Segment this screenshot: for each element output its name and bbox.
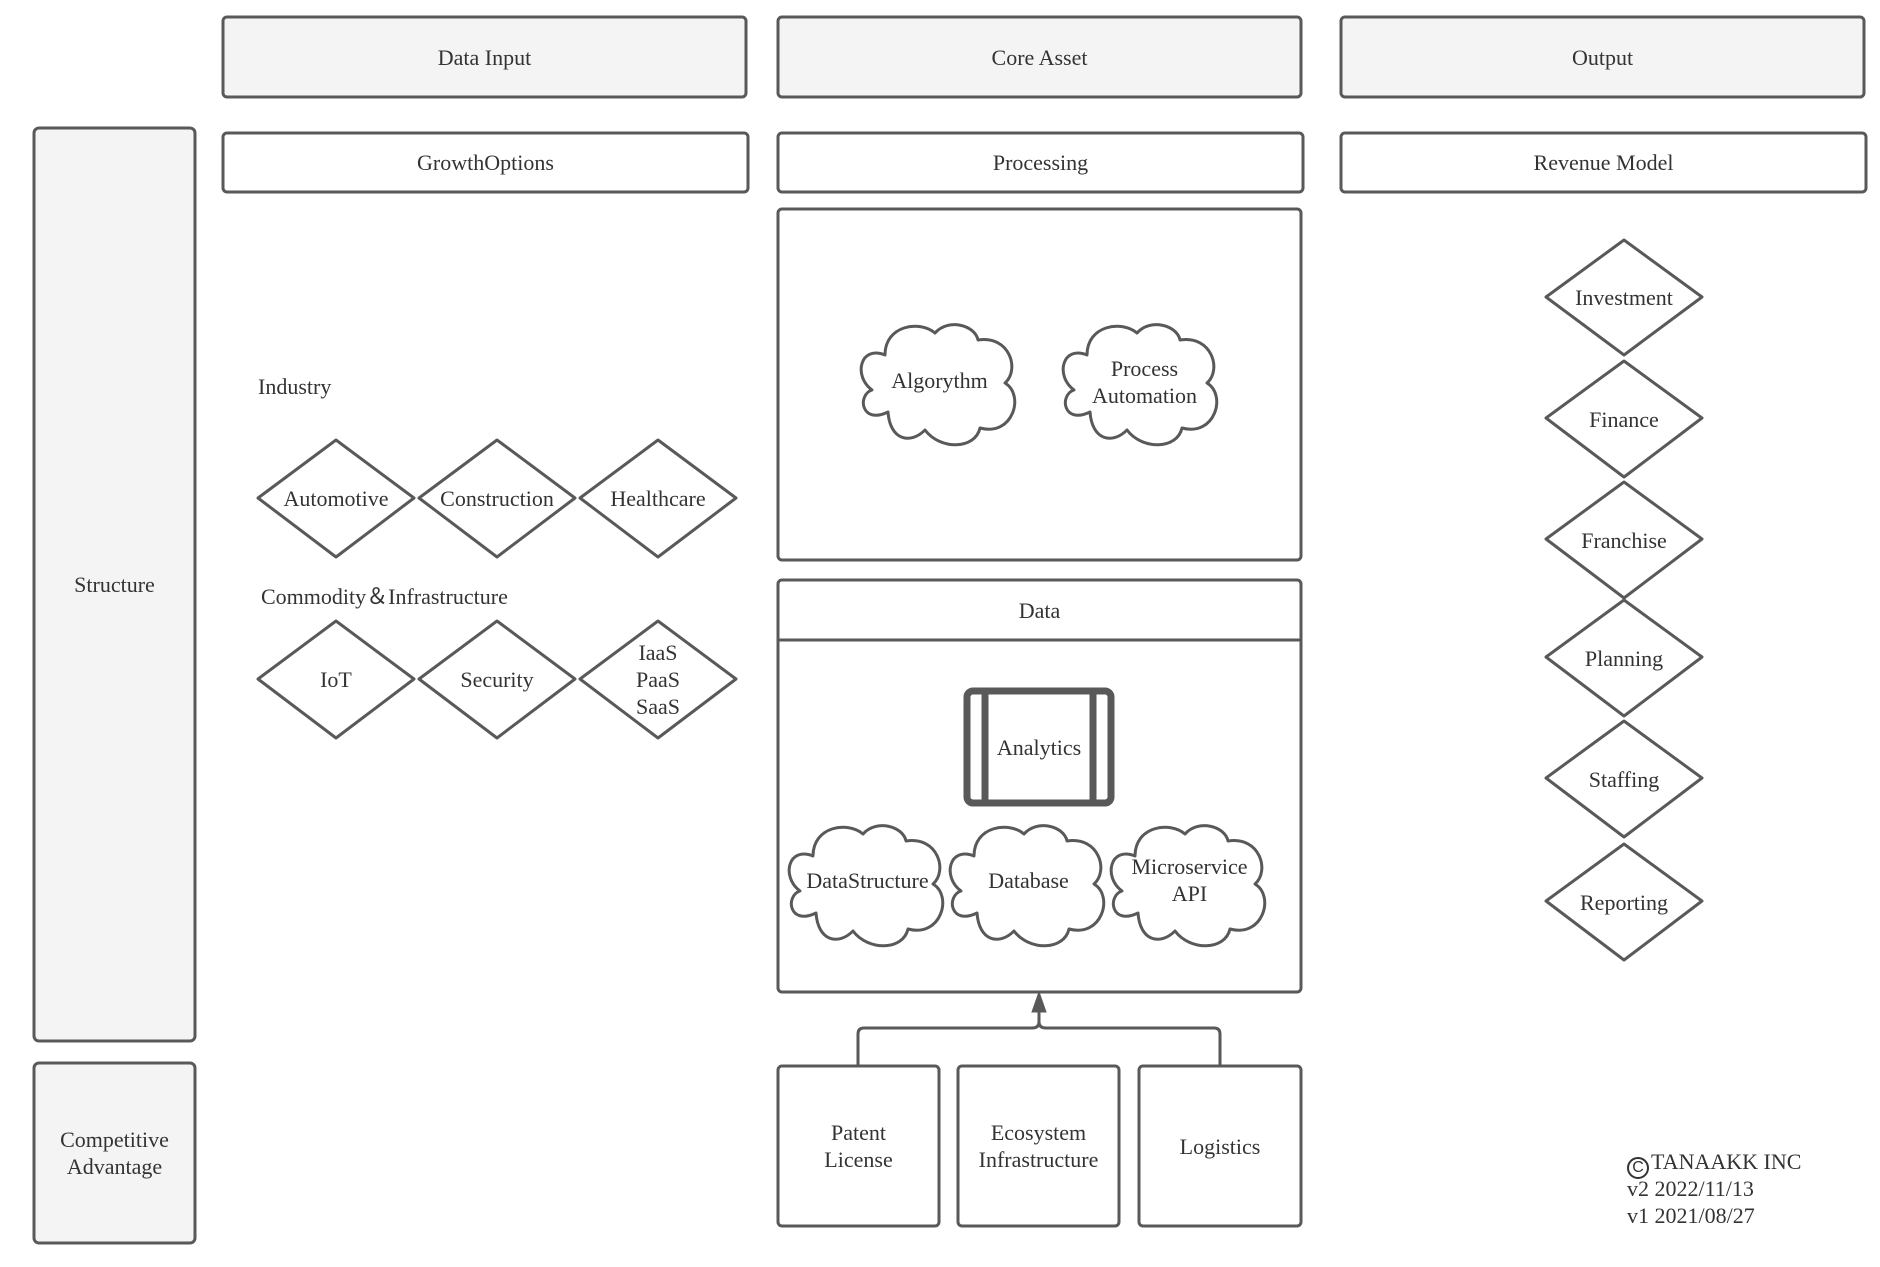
data-input-box xyxy=(221,15,748,99)
diamond-security xyxy=(417,619,577,740)
industry-label: Industry xyxy=(258,374,332,399)
revenue-franchise: Franchise xyxy=(1581,527,1667,553)
diamond-iaas-paas-saas xyxy=(578,619,738,740)
advantage-patent-license: Patent License xyxy=(824,1120,893,1172)
data-database: Database xyxy=(988,867,1069,893)
diamond-construction xyxy=(417,438,577,559)
revenue-reporting: Reporting xyxy=(1580,889,1668,915)
diamond-reporting xyxy=(1544,842,1704,962)
header-data-input: Data Input xyxy=(437,44,532,70)
industry-automotive: Automotive xyxy=(283,486,389,511)
diamond-finance xyxy=(1544,359,1704,479)
processing-process-automation: Process Automation xyxy=(1091,356,1198,408)
diamond-planning xyxy=(1544,598,1704,718)
version-v1: v1 2021/08/27 xyxy=(1627,1203,1755,1228)
row-structure: Structure xyxy=(74,572,155,597)
header-revenue-model: Revenue Model xyxy=(1533,150,1674,175)
commodity-infrastructure-label: Commodity＆Infrastructure xyxy=(261,584,508,609)
advantage-ecosystem-infrastructure: Ecosystem Infrastructure xyxy=(978,1120,1099,1172)
diamond-healthcare xyxy=(578,438,738,559)
header-processing: Processing xyxy=(992,150,1089,175)
cloud-database xyxy=(948,824,1106,948)
cloud-process-automation xyxy=(1061,323,1219,447)
commodity-security: Security xyxy=(460,667,534,692)
processing-box xyxy=(776,131,1305,194)
diamond-investment xyxy=(1544,238,1704,357)
processing-algorythm: Algorythm xyxy=(891,367,988,393)
competitive-advantage-box xyxy=(32,1061,197,1245)
core-asset-box xyxy=(776,15,1303,99)
company-name: TANAAKK INC xyxy=(1651,1149,1802,1174)
revenue-planning: Planning xyxy=(1584,645,1664,671)
arrow-head xyxy=(1031,990,1047,1013)
output-box xyxy=(1339,15,1866,99)
growth-options-box xyxy=(221,131,750,194)
industry-healthcare: Healthcare xyxy=(610,486,706,511)
commodity-iaas-paas-saas: IaaS PaaS SaaS xyxy=(636,640,680,719)
row-competitive-advantage: Competitive Advantage xyxy=(60,1127,169,1179)
revenue-staffing: Staffing xyxy=(1588,766,1660,792)
version-v2: v2 2022/11/13 xyxy=(1627,1176,1754,1201)
processing-container xyxy=(776,207,1303,562)
revenue-investment: Investment xyxy=(1575,285,1673,310)
revenue-finance: Finance xyxy=(1589,406,1659,432)
diamond-automotive xyxy=(256,438,416,559)
connector-logistics xyxy=(1037,1021,1222,1066)
industry-construction: Construction xyxy=(440,486,554,511)
structure-box xyxy=(32,126,197,1043)
cloud-microservice-api xyxy=(1109,824,1267,948)
analytics-label: Analytics xyxy=(996,734,1082,760)
diamond-franchise xyxy=(1544,480,1704,600)
diamond-iot xyxy=(256,619,416,740)
commodity-iot: IoT xyxy=(320,667,352,692)
copyright-icon: C xyxy=(1627,1157,1649,1179)
advantage-logistics: Logistics xyxy=(1179,1133,1261,1159)
diamond-staffing xyxy=(1544,719,1704,839)
ecosystem-infrastructure-box xyxy=(956,1064,1121,1228)
cloud-datastructure xyxy=(787,824,945,948)
header-growth-options: GrowthOptions xyxy=(417,150,554,175)
header-output: Output xyxy=(1571,44,1634,70)
data-title: Data xyxy=(1018,597,1061,623)
data-datastructure: DataStructure xyxy=(806,867,929,893)
data-microservice-api: Microservice API xyxy=(1131,854,1248,906)
connector-patent xyxy=(856,1006,1041,1066)
analytics-box xyxy=(963,687,1115,807)
header-core-asset: Core Asset xyxy=(991,44,1088,70)
revenue-model-box xyxy=(1339,131,1868,194)
cloud-algorythm xyxy=(859,323,1017,447)
